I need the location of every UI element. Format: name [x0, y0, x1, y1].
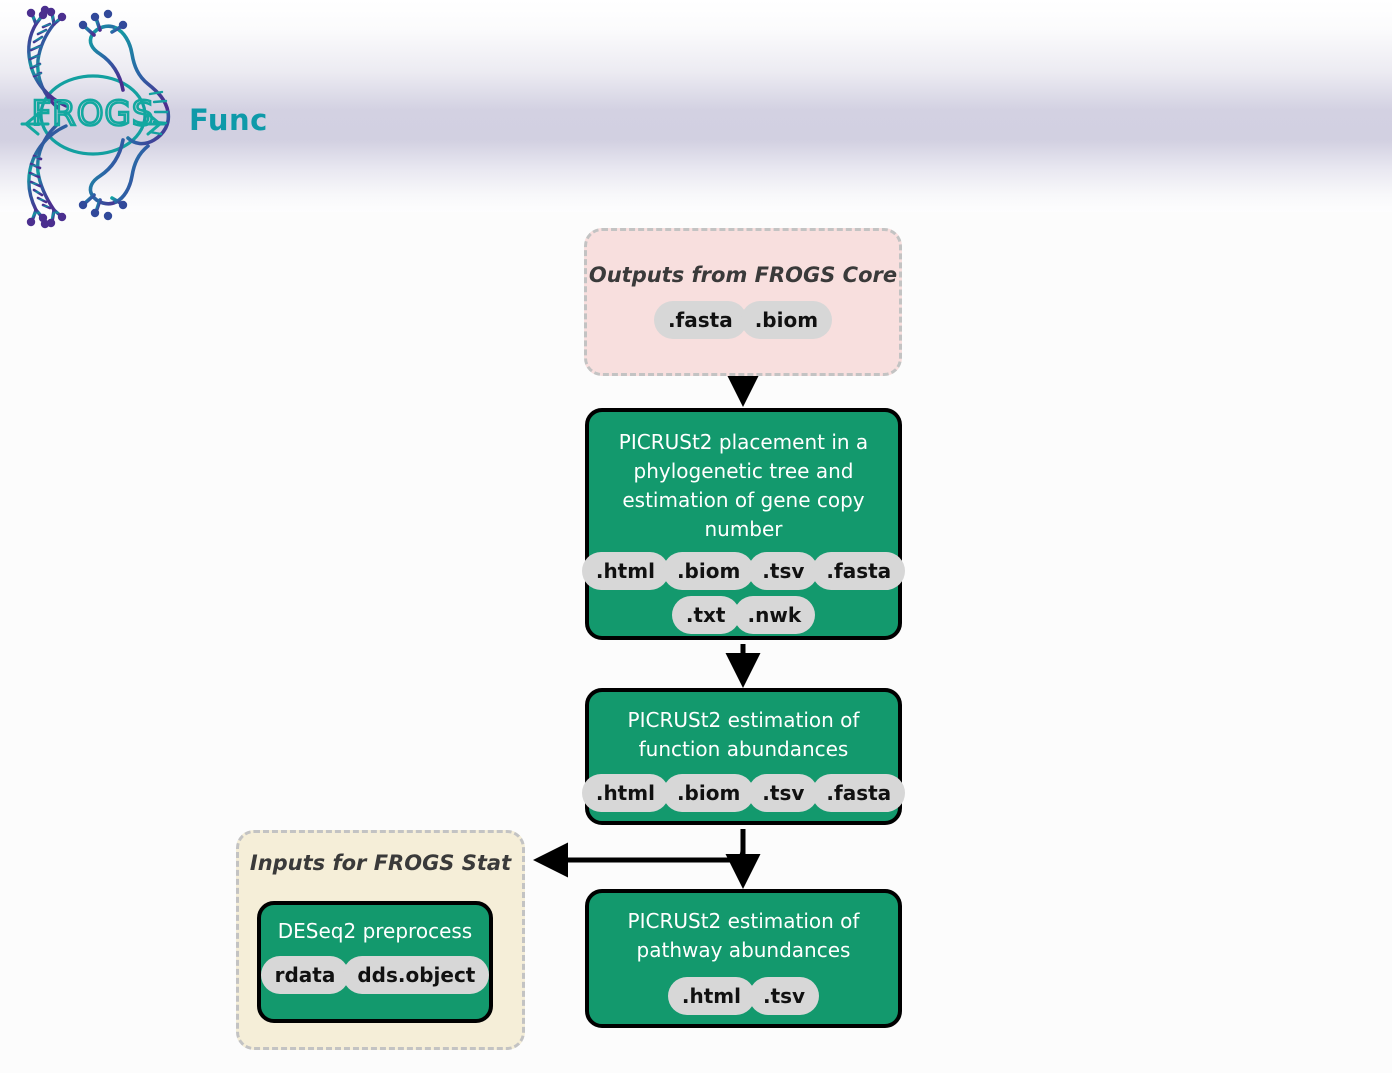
file-pill[interactable]: .fasta [653, 301, 747, 339]
logo-wordmark: FROGS [32, 94, 155, 134]
page-title: Func [189, 103, 268, 137]
group-outputs-from-frogs-core: Outputs from FROGS Core .fasta .biom [584, 228, 902, 376]
file-pill[interactable]: dds.object [343, 956, 490, 994]
frogs-logo: FROGS [20, 5, 171, 229]
file-pill[interactable]: .biom [662, 774, 755, 812]
node-deseq2-preprocess[interactable]: DESeq2 preprocess rdata dds.object [257, 901, 493, 1023]
group-title-stat: Inputs for FROGS Stat [249, 851, 512, 875]
file-pill[interactable]: .biom [662, 552, 755, 590]
file-pill[interactable]: rdata [260, 956, 350, 994]
header-banner: FROGS Func [0, 0, 1392, 229]
node-title: PICRUSt2 placement in a phylogenetic tre… [618, 430, 869, 541]
arrow-function-to-stat [532, 831, 746, 878]
file-pill[interactable]: .biom [740, 301, 833, 339]
file-pill[interactable]: .nwk [733, 596, 816, 634]
file-pill-row: .html .biom .tsv .fasta [581, 774, 906, 812]
file-pill-row: .txt .nwk [671, 596, 816, 634]
file-pill[interactable]: .html [581, 552, 669, 590]
node-picrust2-function-abundances[interactable]: PICRUSt2 estimation of function abundanc… [581, 688, 906, 825]
file-pill-row: rdata dds.object [260, 956, 490, 994]
file-pill[interactable]: .txt [671, 596, 740, 634]
file-pill[interactable]: .html [581, 774, 669, 812]
file-pill-row-core: .fasta .biom [587, 301, 899, 339]
file-pill[interactable]: .tsv [748, 774, 819, 812]
file-pill-row: .html .tsv [667, 977, 820, 1015]
node-title: DESeq2 preprocess [277, 919, 473, 943]
node-title: PICRUSt2 estimation of function abundanc… [627, 708, 860, 761]
node-title: PICRUSt2 estimation of pathway abundance… [627, 909, 860, 962]
file-pill[interactable]: .html [667, 977, 755, 1015]
file-pill[interactable]: .tsv [748, 977, 820, 1015]
file-pill[interactable]: .tsv [748, 552, 819, 590]
file-pill[interactable]: .fasta [812, 552, 906, 590]
file-pill[interactable]: .fasta [812, 774, 906, 812]
file-pill-row: .html .biom .tsv .fasta [581, 552, 906, 590]
group-title-core: Outputs from FROGS Core [588, 263, 898, 287]
node-picrust2-pathway-abundances[interactable]: PICRUSt2 estimation of pathway abundance… [585, 889, 902, 1028]
node-picrust2-placement[interactable]: PICRUSt2 placement in a phylogenetic tre… [581, 408, 906, 640]
